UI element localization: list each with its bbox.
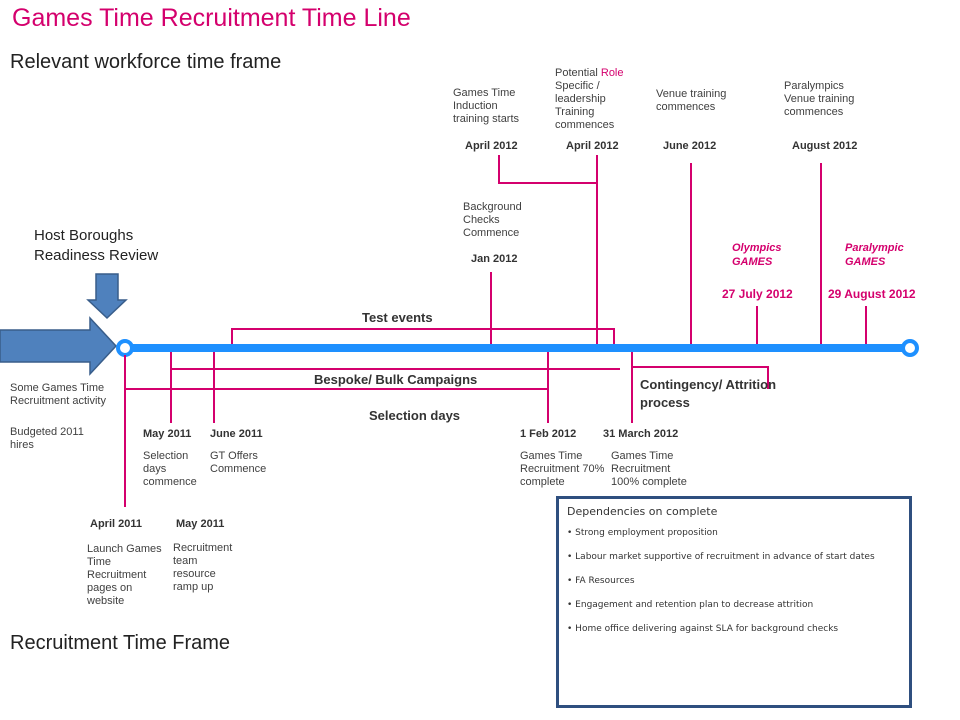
april-2011-date: April 2011 xyxy=(90,518,142,530)
test-events-label: Test events xyxy=(362,310,433,325)
background-checks-date: Jan 2012 xyxy=(471,253,518,265)
contingency-bar xyxy=(631,352,769,389)
june-2011-date: June 2011 xyxy=(210,428,263,440)
activity-note: Some Games Time Recruitment activity xyxy=(10,382,106,407)
paralympics-training-label: Paralympics Venue training commences xyxy=(784,80,855,118)
launch-pages-label: Launch Games Time Recruitment pages on w… xyxy=(87,543,162,607)
dependency-item: • Engagement and retention plan to decre… xyxy=(567,600,814,610)
olympics-label: Olympics GAMES xyxy=(732,242,782,268)
down-arrow-icon xyxy=(86,273,128,320)
recruitment-70-label: Games Time Recruitment 70% complete xyxy=(520,450,605,488)
selection-days-commence-label: Selection days commence xyxy=(143,450,197,488)
paralympics-date: 29 August 2012 xyxy=(828,287,916,301)
venue-training-date: June 2012 xyxy=(663,140,717,152)
timeline-start-dot xyxy=(116,339,134,357)
role-training-date: April 2012 xyxy=(566,140,619,152)
right-arrow-icon xyxy=(0,316,118,376)
role-training-label: Potential Role Specific / leadership Tra… xyxy=(555,67,624,131)
bespoke-campaigns-bar xyxy=(170,352,620,370)
selection-days-label: Selection days xyxy=(369,408,461,423)
recruitment-heading: Recruitment Time Frame xyxy=(10,632,231,654)
dependency-item: • Labour market supportive of recruitmen… xyxy=(567,552,875,562)
paralympics-label: Paralympic GAMES xyxy=(845,242,904,268)
recruitment-100-label: Games Time Recruitment 100% complete xyxy=(611,450,687,488)
induction-date: April 2012 xyxy=(465,140,518,152)
bespoke-label: Bespoke/ Bulk Campaigns xyxy=(314,372,478,387)
march-2012-date: 31 March 2012 xyxy=(603,428,679,440)
may-2011-date: May 2011 xyxy=(143,428,192,440)
induction-label: Games Time Induction training starts xyxy=(453,87,520,125)
rampup-label: Recruitment team resource ramp up xyxy=(173,542,233,593)
may-2011-rampup-date: May 2011 xyxy=(176,518,225,530)
relevant-heading: Relevant workforce time frame xyxy=(10,51,282,73)
dependencies-title: Dependencies on complete xyxy=(567,505,718,518)
gt-offers-label: GT Offers Commence xyxy=(210,450,267,475)
feb-2012-date: 1 Feb 2012 xyxy=(520,428,577,440)
bracket-april-2012 xyxy=(498,155,597,184)
olympics-date: 27 July 2012 xyxy=(722,287,793,301)
page-title: Games Time Recruitment Time Line xyxy=(12,4,411,32)
venue-training-label: Venue training commences xyxy=(656,88,727,113)
host-boroughs-label: Host Boroughs Readiness Review xyxy=(34,227,159,264)
test-events-bracket xyxy=(231,328,615,344)
dependencies-box: Dependencies on complete • Strong employ… xyxy=(556,496,912,708)
budgeted-note: Budgeted 2011 hires xyxy=(10,426,84,451)
background-checks-label: Background Checks Commence xyxy=(463,201,522,239)
dependency-item: • Home office delivering against SLA for… xyxy=(567,624,839,634)
dependency-item: • Strong employment proposition xyxy=(567,528,718,538)
contingency-label: Contingency/ Attrition process xyxy=(640,377,777,410)
dependency-item: • FA Resources xyxy=(567,576,635,586)
timeline-end-dot xyxy=(901,339,919,357)
paralympics-training-date: August 2012 xyxy=(792,140,858,152)
